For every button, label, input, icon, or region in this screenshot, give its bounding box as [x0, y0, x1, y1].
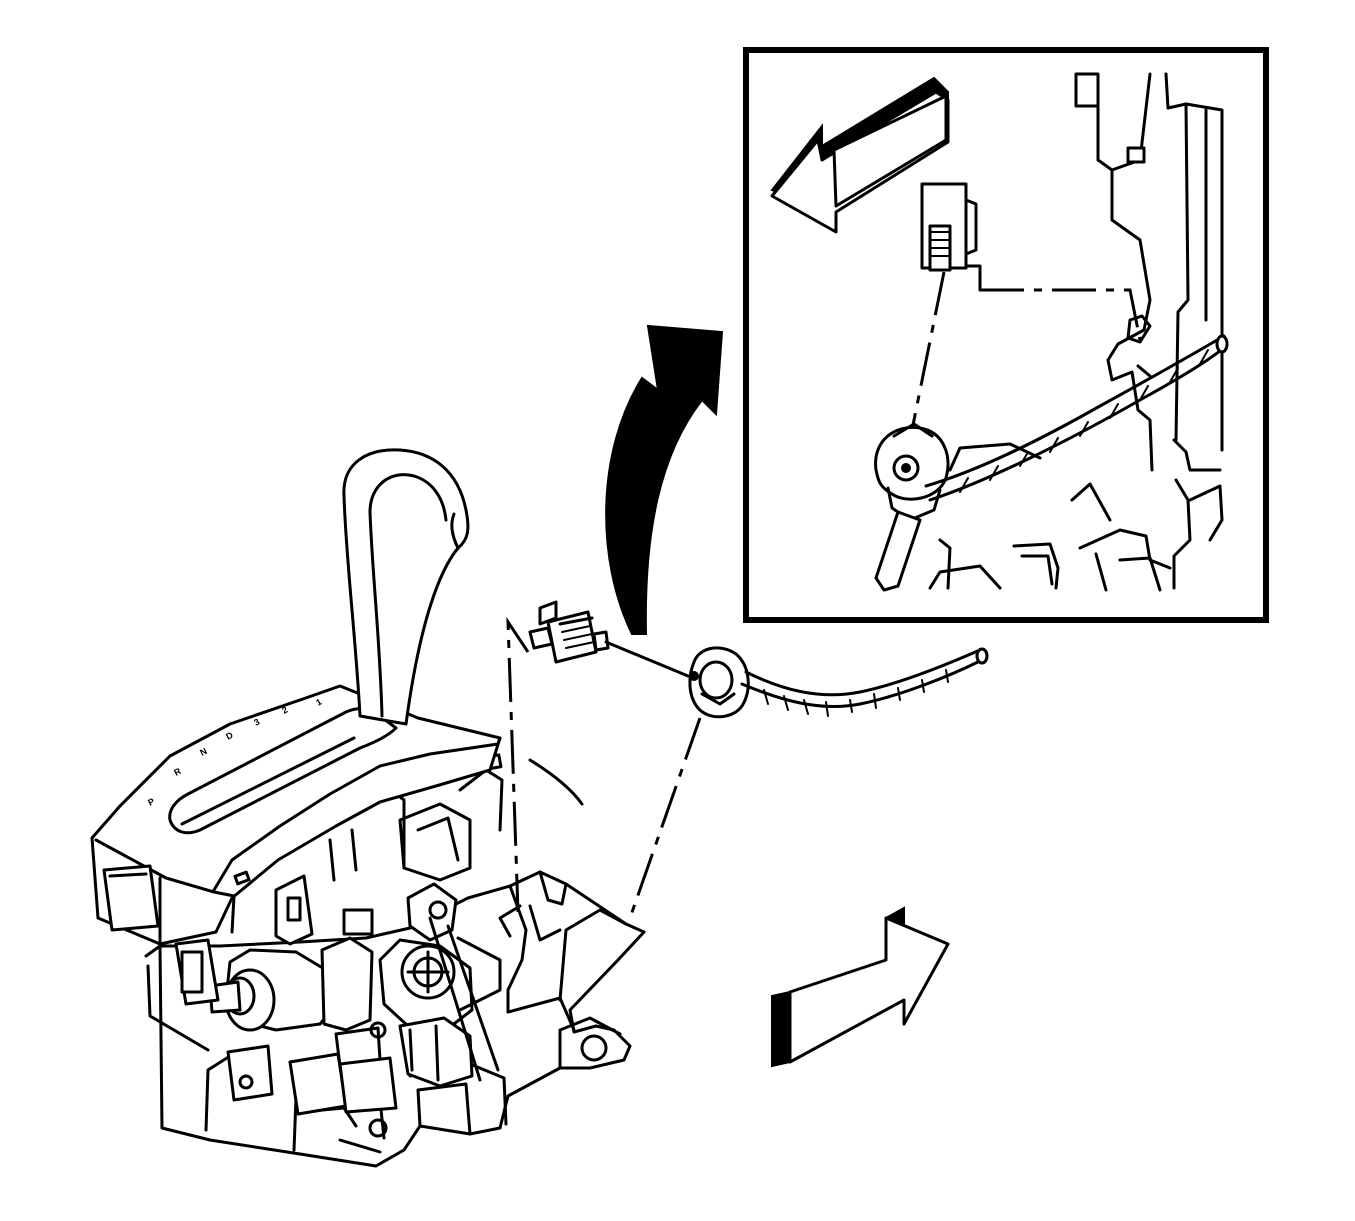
- gear-label-n: N: [198, 746, 208, 758]
- inset-shifter-frame: [928, 72, 1224, 592]
- gear-label-2: 2: [280, 705, 289, 716]
- gear-label-3: 3: [252, 717, 261, 728]
- curved-arrow-icon: [605, 324, 724, 635]
- shift-mechanism: [174, 753, 584, 1116]
- shift-lever: [342, 448, 470, 726]
- main-leader-connector: [506, 616, 530, 913]
- gear-label-r: R: [172, 766, 183, 778]
- inset-cable-grommet: [874, 334, 1229, 592]
- shifter-assembly: P R N D 3 2 1: [90, 448, 989, 1168]
- inset-leader-vertical: [910, 271, 946, 431]
- inset-connector: [920, 182, 982, 292]
- detail-inset: [743, 47, 1269, 623]
- gear-label-p: P: [146, 796, 156, 808]
- gear-label-1: 1: [314, 697, 323, 708]
- block-arrow-right-icon: [771, 906, 950, 1068]
- main-connector: [528, 600, 610, 664]
- block-arrow-left-icon: [770, 76, 950, 234]
- inset-leader-horizontal: [980, 288, 1142, 341]
- main-leader-grommet: [628, 717, 702, 919]
- inset-frame: [743, 47, 1269, 623]
- gear-label-d: D: [224, 730, 235, 742]
- main-cable-grommet: [604, 640, 989, 719]
- shift-indicator-bezel: P R N D 3 2 1: [90, 684, 502, 946]
